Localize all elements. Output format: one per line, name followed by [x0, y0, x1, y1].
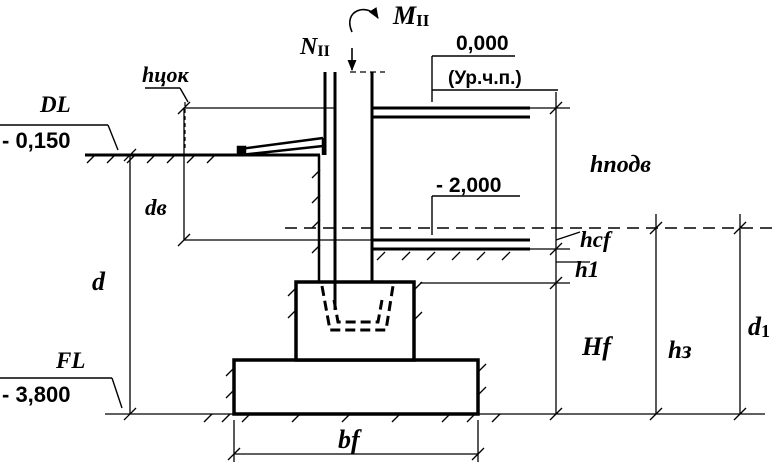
h1-label: h1 [575, 257, 599, 282]
floor-slab-top [372, 106, 530, 119]
dl-label: DL [39, 92, 71, 117]
basement-floor-slab [372, 238, 530, 251]
n-label: NII [299, 34, 330, 60]
h-cf-label: hcf [580, 227, 613, 252]
h-tsok-label: hцок [142, 62, 189, 87]
footing-base-pad [232, 358, 480, 416]
dimension-lines [105, 92, 765, 462]
d-label: d [92, 267, 106, 296]
level-2000-label: - 2,000 [436, 174, 501, 197]
zero-level-label: 0,000 [456, 32, 509, 55]
m-label: MII [392, 1, 430, 30]
h-z-label: hз [668, 337, 692, 364]
level-callouts [0, 55, 558, 409]
blind-area [236, 136, 325, 157]
d-b-label: dв [145, 195, 167, 220]
fl-label: FL [55, 348, 85, 373]
h-f-label: Hf [581, 332, 613, 361]
socket-dashed [320, 285, 395, 332]
m-moment-arrow [349, 7, 379, 33]
fl-level-label: - 3,800 [2, 382, 71, 407]
footing [232, 280, 480, 416]
zero-level-note: (Ур.ч.п.) [448, 68, 522, 89]
d1-label: d1 [748, 312, 770, 341]
dl-level-label: - 0,150 [2, 128, 71, 153]
b-f-label: bf [338, 425, 362, 454]
h-podv-label: hподв [590, 152, 651, 178]
